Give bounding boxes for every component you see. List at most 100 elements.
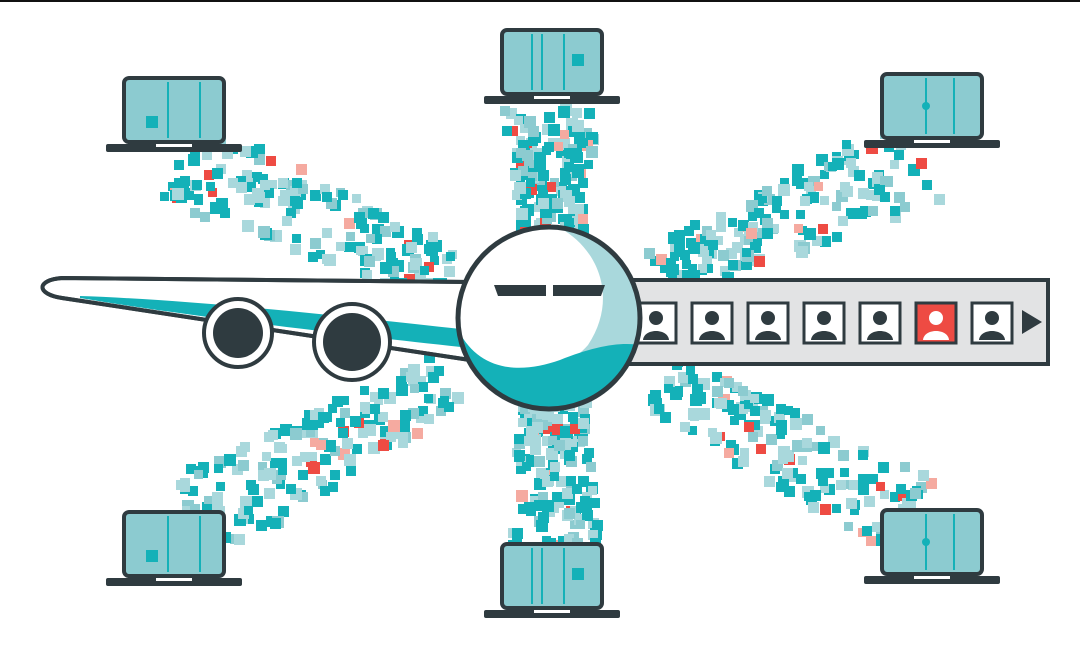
laptop-icon: [484, 28, 620, 104]
data-pixel: [316, 440, 326, 450]
data-pixel: [572, 216, 581, 225]
data-pixel: [204, 170, 214, 180]
data-pixel: [254, 154, 265, 165]
data-pixel: [434, 366, 444, 376]
data-pixel: [748, 212, 757, 221]
data-pixel: [310, 238, 321, 249]
data-pixel: [686, 366, 695, 375]
data-pixel: [746, 228, 757, 239]
data-pixel: [298, 184, 308, 194]
data-pixel: [878, 462, 889, 473]
data-pixel: [398, 420, 410, 432]
data-pixel: [776, 404, 786, 414]
passenger-icon: [746, 301, 790, 345]
data-pixel: [536, 520, 548, 532]
data-pixel: [308, 462, 320, 474]
data-pixel: [858, 450, 868, 460]
data-pixel: [528, 172, 537, 181]
data-pixel: [350, 416, 361, 427]
data-pixel: [194, 194, 203, 203]
data-pixel: [296, 164, 307, 175]
data-pixel: [324, 254, 336, 266]
data-pixel: [588, 486, 597, 495]
data-pixel: [556, 476, 567, 487]
data-pixel: [356, 218, 367, 229]
data-pixel: [520, 124, 529, 133]
data-pixel: [810, 490, 821, 501]
laptop-icon: [106, 510, 242, 586]
data-pixel: [252, 172, 262, 182]
data-pixel: [560, 130, 569, 139]
data-pixel: [278, 506, 289, 517]
data-pixel: [852, 208, 861, 217]
data-pixel: [900, 202, 910, 212]
passenger-icon: [634, 301, 678, 345]
data-pixel: [198, 462, 209, 473]
data-pixel: [526, 184, 537, 195]
data-pixel: [180, 482, 190, 492]
data-pixel: [564, 162, 574, 172]
data-pixel: [578, 138, 588, 148]
top-border: [0, 0, 1080, 2]
data-pixel: [796, 210, 805, 219]
data-pixel: [322, 228, 332, 238]
data-pixel: [286, 484, 296, 494]
data-pixel: [566, 456, 577, 467]
data-pixel: [828, 162, 837, 171]
data-pixel: [560, 174, 571, 185]
data-pixel: [752, 236, 762, 246]
data-pixel: [578, 476, 589, 487]
data-pixel: [206, 182, 215, 191]
data-pixel: [372, 252, 381, 261]
data-pixel: [388, 420, 400, 432]
data-pixel: [880, 490, 889, 499]
data-pixel: [210, 202, 222, 214]
data-pixel: [752, 426, 763, 437]
data-pixel: [750, 406, 760, 416]
data-pixel: [840, 468, 849, 477]
data-pixel: [216, 482, 225, 491]
data-pixel: [808, 192, 819, 203]
data-pixel: [850, 506, 859, 515]
data-pixel: [560, 426, 570, 436]
data-pixel: [256, 520, 267, 531]
data-pixel: [898, 490, 909, 501]
data-pixel: [500, 106, 510, 116]
data-pixel: [254, 144, 265, 155]
data-pixel: [690, 412, 699, 421]
data-pixel: [316, 476, 326, 486]
data-pixel: [428, 232, 438, 242]
data-pixel: [408, 364, 420, 376]
data-pixel: [552, 414, 563, 425]
data-pixel: [416, 412, 427, 423]
data-pixel: [762, 394, 774, 406]
data-pixel: [738, 456, 749, 467]
data-pixel: [916, 158, 927, 169]
data-pixel: [524, 116, 536, 128]
data-pixel: [264, 468, 276, 480]
data-pixel: [716, 222, 726, 232]
data-pixel: [308, 452, 317, 461]
data-pixel: [172, 188, 184, 200]
data-pixel: [836, 480, 846, 490]
data-pixel: [816, 468, 827, 479]
laptop-screen: [500, 542, 604, 610]
data-pixel: [578, 224, 589, 235]
data-pixel: [564, 218, 574, 228]
data-pixel: [362, 404, 372, 414]
data-pixel: [524, 436, 534, 446]
data-pixel: [380, 262, 392, 274]
data-pixel: [846, 158, 856, 168]
data-pixel: [340, 396, 349, 405]
data-pixel: [774, 412, 785, 423]
data-pixel: [916, 482, 927, 493]
data-pixel: [440, 388, 451, 399]
data-pixel: [396, 376, 407, 387]
data-pixel: [858, 474, 869, 485]
data-pixel: [224, 454, 236, 466]
data-pixel: [714, 236, 723, 245]
data-pixel: [370, 392, 380, 402]
data-pixel: [258, 226, 270, 238]
data-pixel: [690, 220, 700, 230]
data-pixel: [530, 444, 541, 455]
